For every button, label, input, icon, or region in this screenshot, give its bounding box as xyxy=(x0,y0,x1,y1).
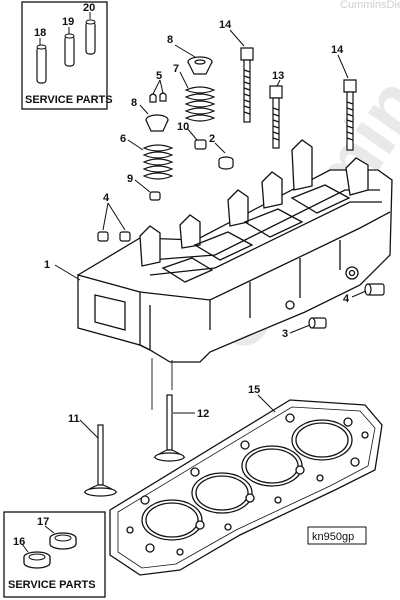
head-bolt-13 xyxy=(269,85,283,149)
valves xyxy=(83,358,186,497)
valve-retainer-8-left xyxy=(145,114,169,132)
callout-6: 6 xyxy=(120,133,126,145)
callout-5: 5 xyxy=(156,70,162,82)
callout-17: 17 xyxy=(37,516,49,528)
service-parts-box-top: 18 19 20 SERVICE PARTS xyxy=(21,1,113,110)
callout-20: 20 xyxy=(83,2,95,14)
service-parts-label-top: SERVICE PARTS xyxy=(25,94,113,106)
callout-15: 15 xyxy=(248,384,260,396)
head-bolt-14-left xyxy=(240,47,254,123)
callout-14-left: 14 xyxy=(219,19,232,31)
callout-12: 12 xyxy=(197,408,209,420)
callout-19: 19 xyxy=(62,16,74,28)
callout-16: 16 xyxy=(13,536,25,548)
exhaust-valve-12 xyxy=(153,394,186,462)
plug-3 xyxy=(308,317,327,329)
callout-1: 1 xyxy=(44,259,50,271)
callout-10: 10 xyxy=(177,121,189,133)
head-gasket-15 xyxy=(109,399,383,576)
intake-valve-11 xyxy=(83,424,118,497)
valve-spring-6 xyxy=(142,144,174,180)
callout-14-right: 14 xyxy=(331,44,344,56)
callout-4: 4 xyxy=(343,293,350,305)
callout-4-washers: 4 xyxy=(103,192,110,204)
part-20-sleeve-icon xyxy=(85,19,96,55)
leader-lines xyxy=(54,29,367,439)
callout-numbers: 1 2 3 4 4 5 6 7 8 8 9 10 11 12 13 14 14 … xyxy=(44,19,350,425)
service-parts-label-bottom: SERVICE PARTS xyxy=(8,579,96,591)
plug-4 xyxy=(364,283,385,296)
callout-8-left: 8 xyxy=(131,97,137,109)
watermark-caption: CumminsDiesel xyxy=(340,0,400,11)
callout-8-top: 8 xyxy=(167,34,173,46)
callout-7: 7 xyxy=(173,63,179,75)
valve-train-components xyxy=(97,47,385,329)
valve-spring-7 xyxy=(184,86,216,122)
drawing-code-box: kn950gp xyxy=(307,526,367,545)
part-17-seat-ring-icon xyxy=(49,532,77,550)
valve-retainer-8-top xyxy=(187,56,213,75)
service-parts-box-bottom: 16 17 SERVICE PARTS xyxy=(3,511,106,598)
callout-11: 11 xyxy=(68,413,80,425)
part-18-sleeve-icon xyxy=(36,44,47,84)
callout-2: 2 xyxy=(209,133,215,145)
head-bolt-14-right xyxy=(343,79,357,151)
callout-18: 18 xyxy=(34,27,46,39)
callout-3: 3 xyxy=(282,328,288,340)
part-16-seat-ring-icon xyxy=(23,551,51,569)
drawing-code: kn950gp xyxy=(312,531,354,543)
callout-9: 9 xyxy=(127,173,133,185)
part-19-sleeve-icon xyxy=(64,33,75,67)
callout-13: 13 xyxy=(272,70,284,82)
cylinder-head xyxy=(77,139,393,363)
